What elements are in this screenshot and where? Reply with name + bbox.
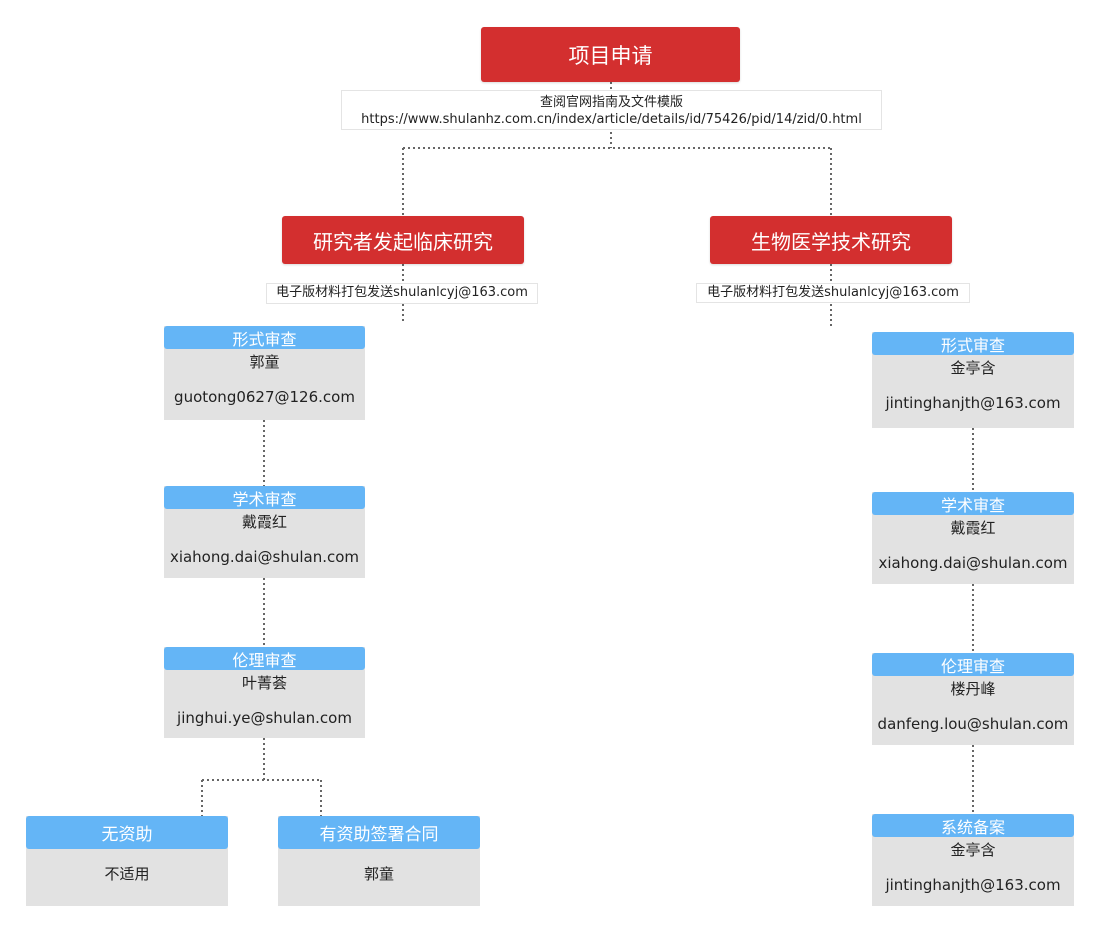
reviewer-name: 戴霞红 xyxy=(950,519,996,537)
step-header: 伦理审查 xyxy=(164,647,365,670)
right-branch-note: 电子版材料打包发送shulanlcyj@163.com xyxy=(696,283,970,303)
left-step-ethics-review: 伦理审查 叶菁荟 jinghui.ye@shulan.com xyxy=(164,647,365,738)
reviewer-email: jintinghanjth@163.com xyxy=(885,394,1061,412)
left-step-academic-review: 学术审查 戴霞红 xiahong.dai@shulan.com xyxy=(164,486,365,578)
left-outcome-funded-contract: 有资助签署合同 郭童 xyxy=(278,816,480,906)
reviewer-name: 戴霞红 xyxy=(241,513,287,531)
left-branch-note: 电子版材料打包发送shulanlcyj@163.com xyxy=(266,283,538,304)
right-branch-title: 生物医学技术研究 xyxy=(710,216,952,264)
step-header: 学术审查 xyxy=(872,492,1074,515)
outcome-text: 郭童 xyxy=(363,865,394,883)
reviewer-name: 郭童 xyxy=(249,353,280,371)
reviewer-name: 楼丹峰 xyxy=(950,680,996,698)
right-step-academic-review: 学术审查 戴霞红 xiahong.dai@shulan.com xyxy=(872,492,1074,584)
left-branch-title: 研究者发起临床研究 xyxy=(282,216,524,264)
step-header: 伦理审查 xyxy=(872,653,1074,676)
root-note-url[interactable]: https://www.shulanhz.com.cn/index/articl… xyxy=(361,112,862,127)
left-step-formal-review: 形式审查 郭童 guotong0627@126.com xyxy=(164,326,365,420)
reviewer-email: jinghui.ye@shulan.com xyxy=(177,709,352,727)
step-header: 学术审查 xyxy=(164,486,365,509)
left-outcome-no-funding: 无资助 不适用 xyxy=(26,816,228,906)
right-step-formal-review: 形式审查 金亭含 jintinghanjth@163.com xyxy=(872,332,1074,428)
root-note: 查阅官网指南及文件模版 https://www.shulanhz.com.cn/… xyxy=(341,90,882,130)
step-header: 系统备案 xyxy=(872,814,1074,837)
right-step-system-filing: 系统备案 金亭含 jintinghanjth@163.com xyxy=(872,814,1074,906)
reviewer-email: xiahong.dai@shulan.com xyxy=(169,548,360,566)
root-note-line1: 查阅官网指南及文件模版 xyxy=(539,95,683,110)
reviewer-email: guotong0627@126.com xyxy=(174,388,355,406)
reviewer-name: 金亭含 xyxy=(950,841,996,859)
step-header: 形式审查 xyxy=(872,332,1074,355)
outcome-header: 无资助 xyxy=(26,816,228,849)
right-step-ethics-review: 伦理审查 楼丹峰 danfeng.lou@shulan.com xyxy=(872,653,1074,745)
step-header: 形式审查 xyxy=(164,326,365,349)
reviewer-name: 叶菁荟 xyxy=(241,674,287,692)
reviewer-email: jintinghanjth@163.com xyxy=(885,876,1061,894)
reviewer-email: danfeng.lou@shulan.com xyxy=(877,715,1069,733)
outcome-header: 有资助签署合同 xyxy=(278,816,480,849)
reviewer-name: 金亭含 xyxy=(950,359,996,377)
outcome-text: 不适用 xyxy=(104,865,150,883)
reviewer-email: xiahong.dai@shulan.com xyxy=(878,554,1068,572)
root-node-title: 项目申请 xyxy=(481,27,740,82)
